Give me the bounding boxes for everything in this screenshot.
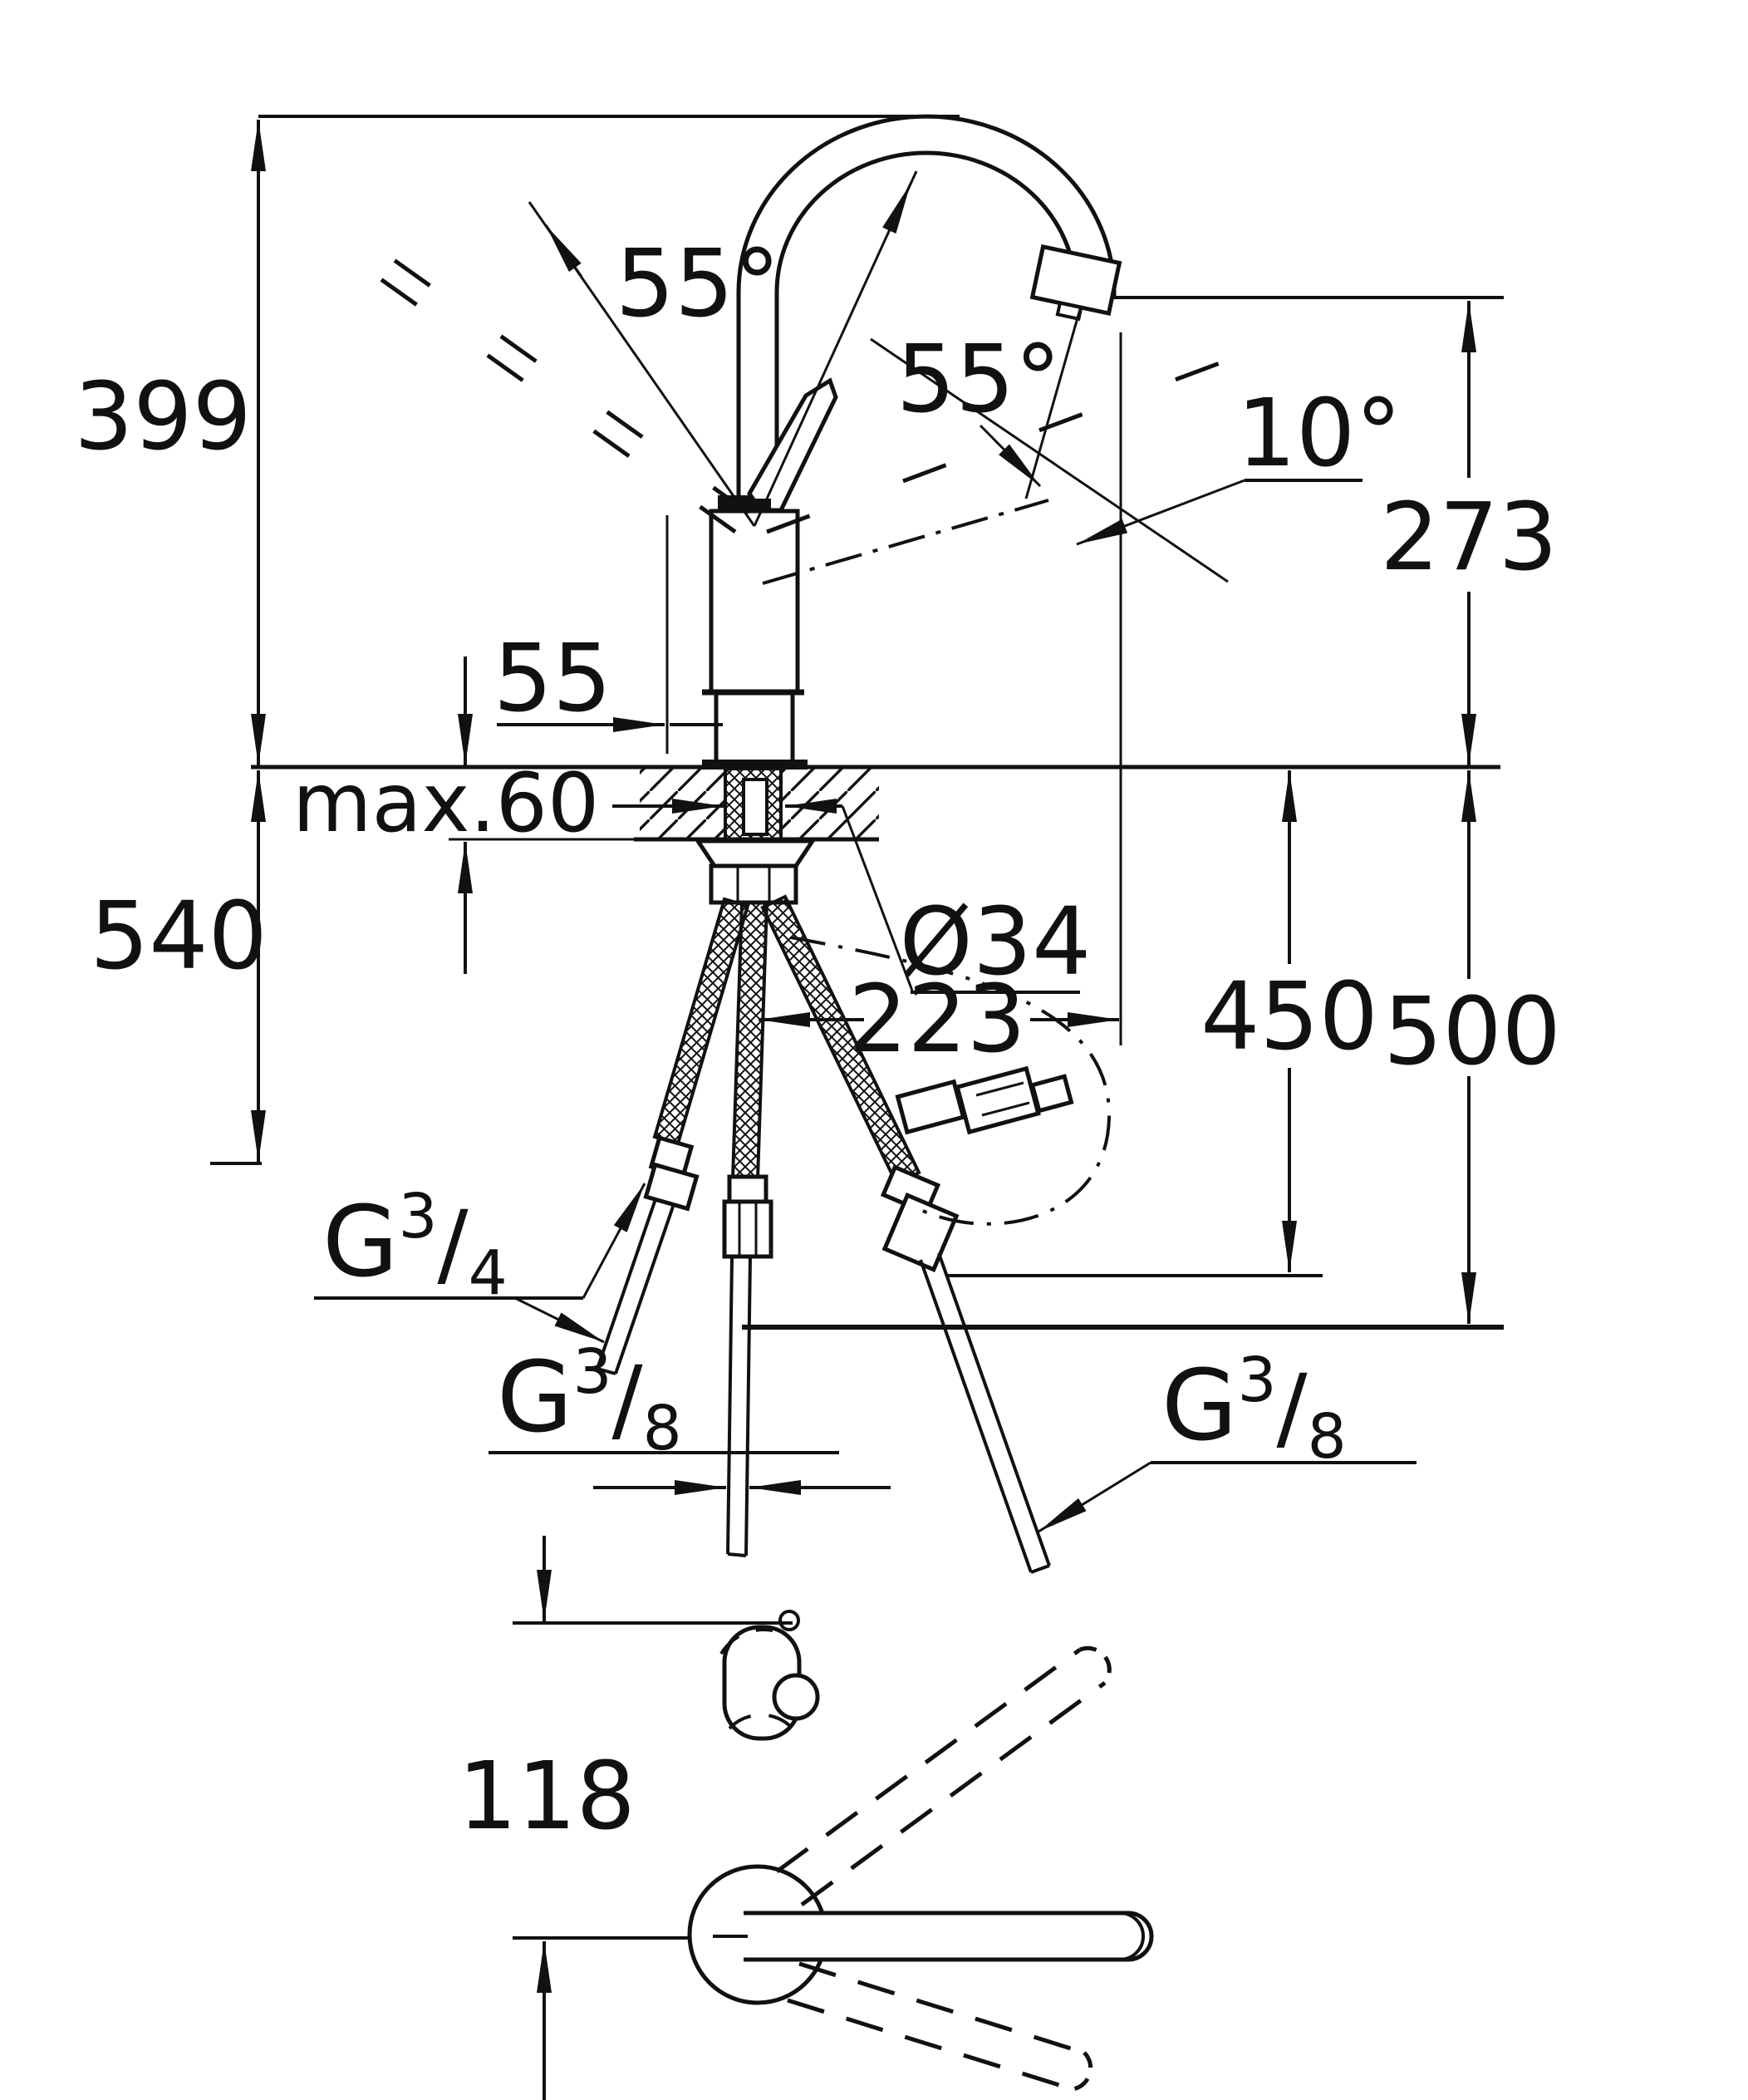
label-55: 55 [493, 625, 612, 733]
label-55deg-left: 55° [616, 230, 781, 338]
top-view-spout-solid [713, 1911, 1154, 1962]
mounting-washer [694, 839, 817, 868]
angle-annotations [528, 170, 1363, 583]
aerator [1029, 243, 1122, 322]
label-273: 273 [1380, 484, 1558, 592]
label-500: 500 [1383, 978, 1561, 1086]
counter-hatch-right [783, 769, 879, 838]
label-g38-left: G3/8 [497, 1336, 682, 1464]
top-view-spout-dashed-down [787, 1961, 1093, 2092]
pullout-hose-loop [790, 936, 1112, 1226]
mounting-and-hoses [596, 767, 1112, 1574]
spray-hose-fitting [895, 1065, 1074, 1135]
dimension-labels: 399 55° 55° 10° 273 55 max.60 Ø34 540 22… [74, 230, 1561, 1851]
label-118: 118 [458, 1743, 636, 1851]
dimension-lines [210, 115, 1504, 2100]
faucet-side-view [372, 114, 1363, 770]
label-g34: G3/4 [322, 1181, 508, 1309]
label-540: 540 [90, 883, 268, 991]
hose-right-spray [760, 894, 1051, 1574]
counter-hatch-left [640, 769, 724, 838]
label-g38-right: G3/8 [1161, 1345, 1347, 1473]
label-450: 450 [1201, 963, 1378, 1071]
swivel-ghost-lines [372, 253, 1220, 585]
lever-handle [747, 377, 838, 513]
label-max60: max.60 [292, 756, 599, 851]
hose-middle [722, 901, 773, 1557]
faucet-top-view [687, 1610, 1154, 2092]
label-d34: Ø34 [900, 888, 1092, 996]
faucet-body [702, 495, 808, 770]
top-view-spout-dashed-up [775, 1645, 1112, 1907]
label-223: 223 [848, 966, 1026, 1074]
hose-left-supply [596, 897, 750, 1375]
label-399: 399 [74, 363, 252, 471]
label-55deg-right: 55° [896, 326, 1062, 434]
top-view-handle [719, 1610, 820, 1741]
label-10deg: 10° [1237, 380, 1402, 488]
